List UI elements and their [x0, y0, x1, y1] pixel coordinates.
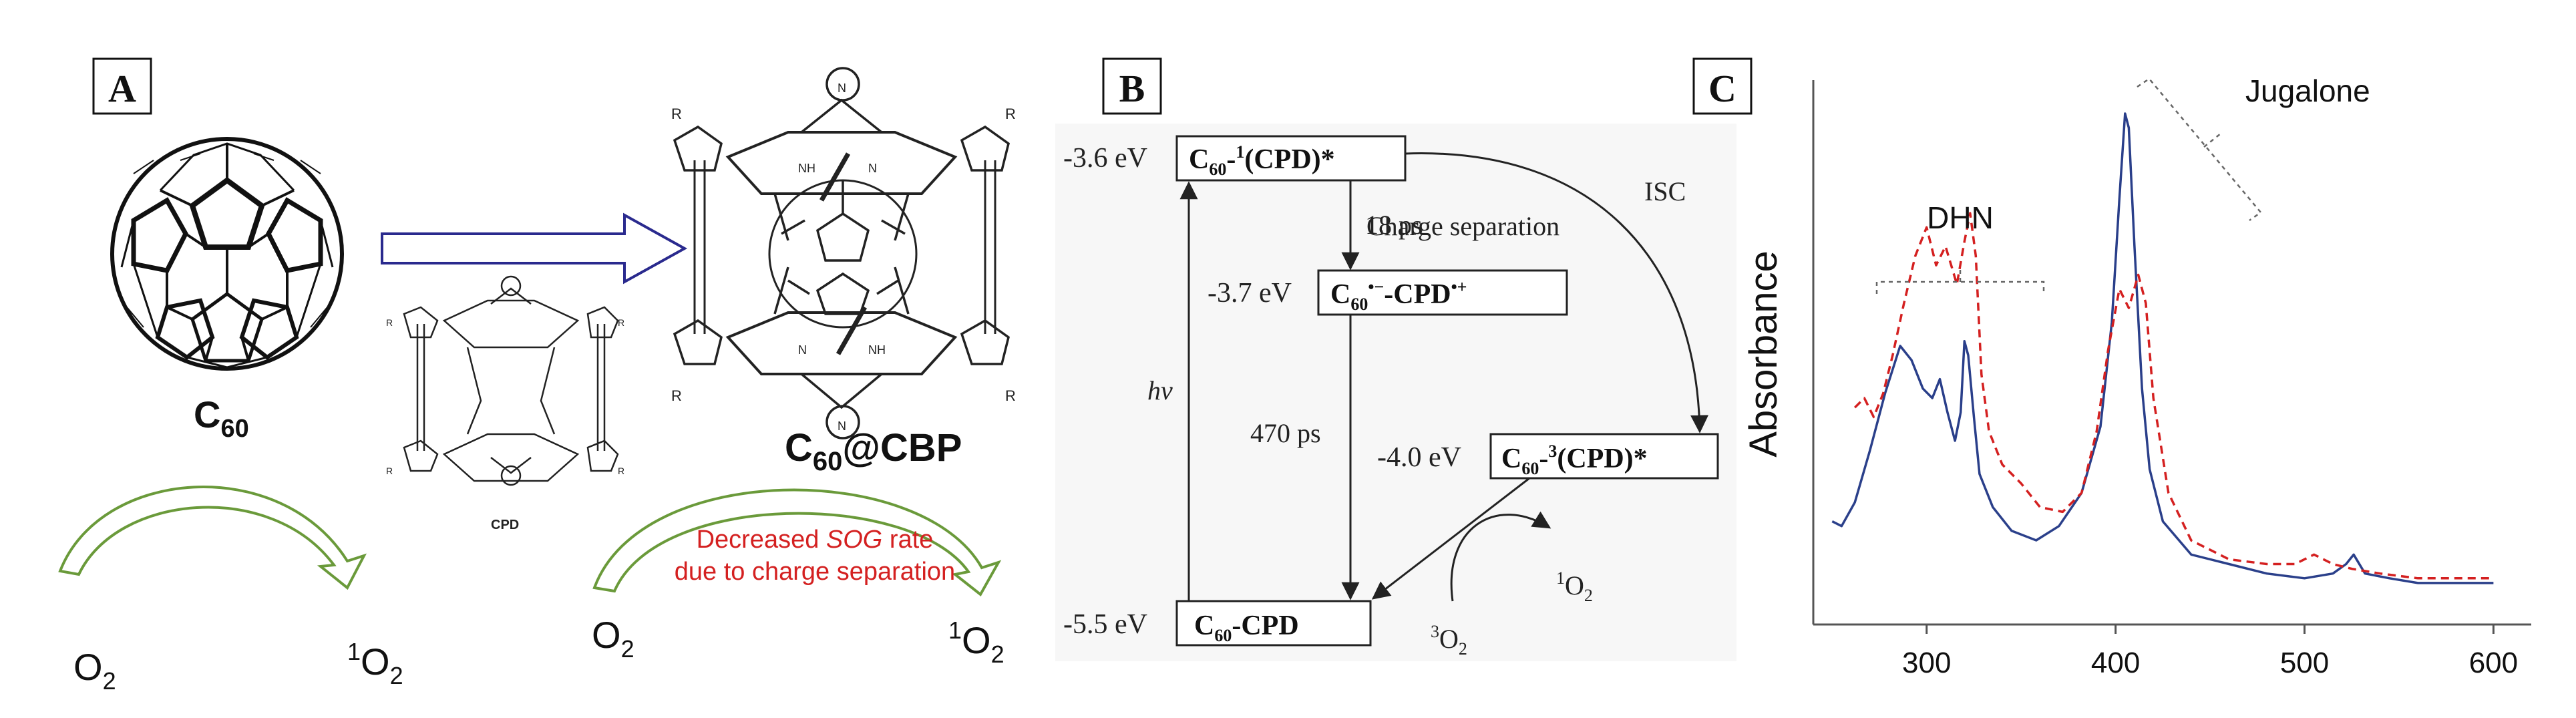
- green-curved-arrow-left: [58, 486, 367, 590]
- y-axis-label: Absorbance: [1742, 250, 1785, 458]
- panel-b-background: [1055, 124, 1736, 661]
- charge-separation-text: Charge separation: [1366, 211, 1559, 241]
- level-box-singlet: [1175, 135, 1407, 182]
- panel-b-label: B: [1119, 67, 1145, 110]
- level-state-3: C60-3(CPD)*: [1501, 441, 1648, 478]
- x-tick-label: 500: [2280, 647, 2329, 679]
- cpd-r-label-bl: R: [386, 466, 393, 476]
- panel-a: A C60 CPD: [58, 57, 1016, 695]
- n-label-top: N: [838, 81, 846, 95]
- panel-a-label-box: [92, 57, 152, 115]
- panel-b: B -3.6 eV C60-1(CPD)* -3.7 eV C60•−-CPD•…: [1055, 57, 1736, 661]
- jugalone-label: Jugalone: [2245, 73, 2370, 108]
- isc-arrow: [1405, 152, 1709, 433]
- cpd-label: CPD: [491, 518, 519, 532]
- n-label-bottom-left: N: [798, 343, 807, 357]
- level-energy-3: -4.0 eV: [1377, 442, 1461, 473]
- sog-note-line2: due to charge separation: [675, 558, 955, 586]
- level-state-2: C60•−-CPD•+: [1330, 277, 1467, 314]
- cpd-r-label-br: R: [618, 466, 624, 476]
- triplet-decay-arrow: [1371, 477, 1530, 600]
- dhn-bracket: [1875, 267, 2045, 294]
- o2-right: O2: [592, 614, 634, 663]
- nh-label-bottom: NH: [868, 343, 886, 357]
- hv-label: hv: [1147, 375, 1173, 405]
- jugalone-bracket: [2137, 77, 2262, 222]
- n-label-top-right: N: [868, 162, 877, 175]
- c60-molecule-drawing: [110, 137, 344, 371]
- x-ticks: 300 400 500 600: [1902, 624, 2518, 679]
- isc-label: ISC: [1644, 176, 1686, 206]
- oxygen-sensitization-arrow: [1450, 511, 1551, 602]
- x-tick-label: 400: [2091, 647, 2140, 679]
- level-state-4: C60-CPD: [1194, 610, 1299, 645]
- sog-note-line1: Decreased SOG rate: [697, 526, 934, 554]
- panel-c: C Absorbance 300 400 500 600 DHN Jugalone: [1692, 57, 2531, 679]
- r-label-tr: R: [1005, 106, 1016, 122]
- n-label-bottom: N: [838, 419, 846, 433]
- singlet-o2-right: 1O2: [948, 616, 1004, 668]
- r-label-bl: R: [671, 387, 682, 404]
- time-470ps: 470 ps: [1250, 418, 1321, 448]
- triplet-oxygen: 3O2: [1431, 622, 1467, 659]
- level-box-charge-separated: [1317, 269, 1568, 316]
- green-curved-arrow-right: [592, 488, 1002, 597]
- transformation-arrow: [381, 212, 688, 285]
- c60-cbp-molecule-drawing: [673, 67, 1010, 439]
- level-energy-1: -3.6 eV: [1063, 143, 1147, 174]
- c60-label: C60: [194, 393, 249, 443]
- r-label-tl: R: [671, 106, 682, 122]
- singlet-oxygen: 1O2: [1556, 568, 1593, 605]
- level-state-1: C60-1(CPD)*: [1189, 142, 1335, 179]
- cpd-r-label-tr: R: [618, 317, 624, 328]
- panel-c-label-box: [1692, 57, 1753, 115]
- level-energy-4: -5.5 eV: [1063, 609, 1147, 640]
- c60-cbp-label: C60@CBP: [785, 426, 962, 476]
- cpd-molecule-drawing: [403, 275, 619, 486]
- level-box-ground: [1175, 600, 1372, 647]
- panel-c-label: C: [1708, 67, 1736, 110]
- level-box-triplet: [1489, 433, 1719, 480]
- time-18ps: 18 ps: [1365, 210, 1423, 240]
- r-label-br: R: [1005, 387, 1016, 404]
- level-energy-2: -3.7 eV: [1208, 278, 1292, 309]
- panel-a-label: A: [108, 67, 136, 110]
- x-tick-label: 300: [1902, 647, 1951, 679]
- dhn-label: DHN: [1927, 200, 1994, 235]
- singlet-o2-left: 1O2: [347, 638, 403, 689]
- cpd-r-label-tl: R: [386, 317, 393, 328]
- panel-b-label-box: [1102, 57, 1162, 115]
- nh-label-top: NH: [798, 162, 815, 175]
- o2-left: O2: [73, 646, 116, 695]
- series-line-2: [1853, 212, 2494, 580]
- series-line-1: [1831, 112, 2494, 584]
- data-series: [1831, 112, 2494, 584]
- x-tick-label: 600: [2469, 647, 2518, 679]
